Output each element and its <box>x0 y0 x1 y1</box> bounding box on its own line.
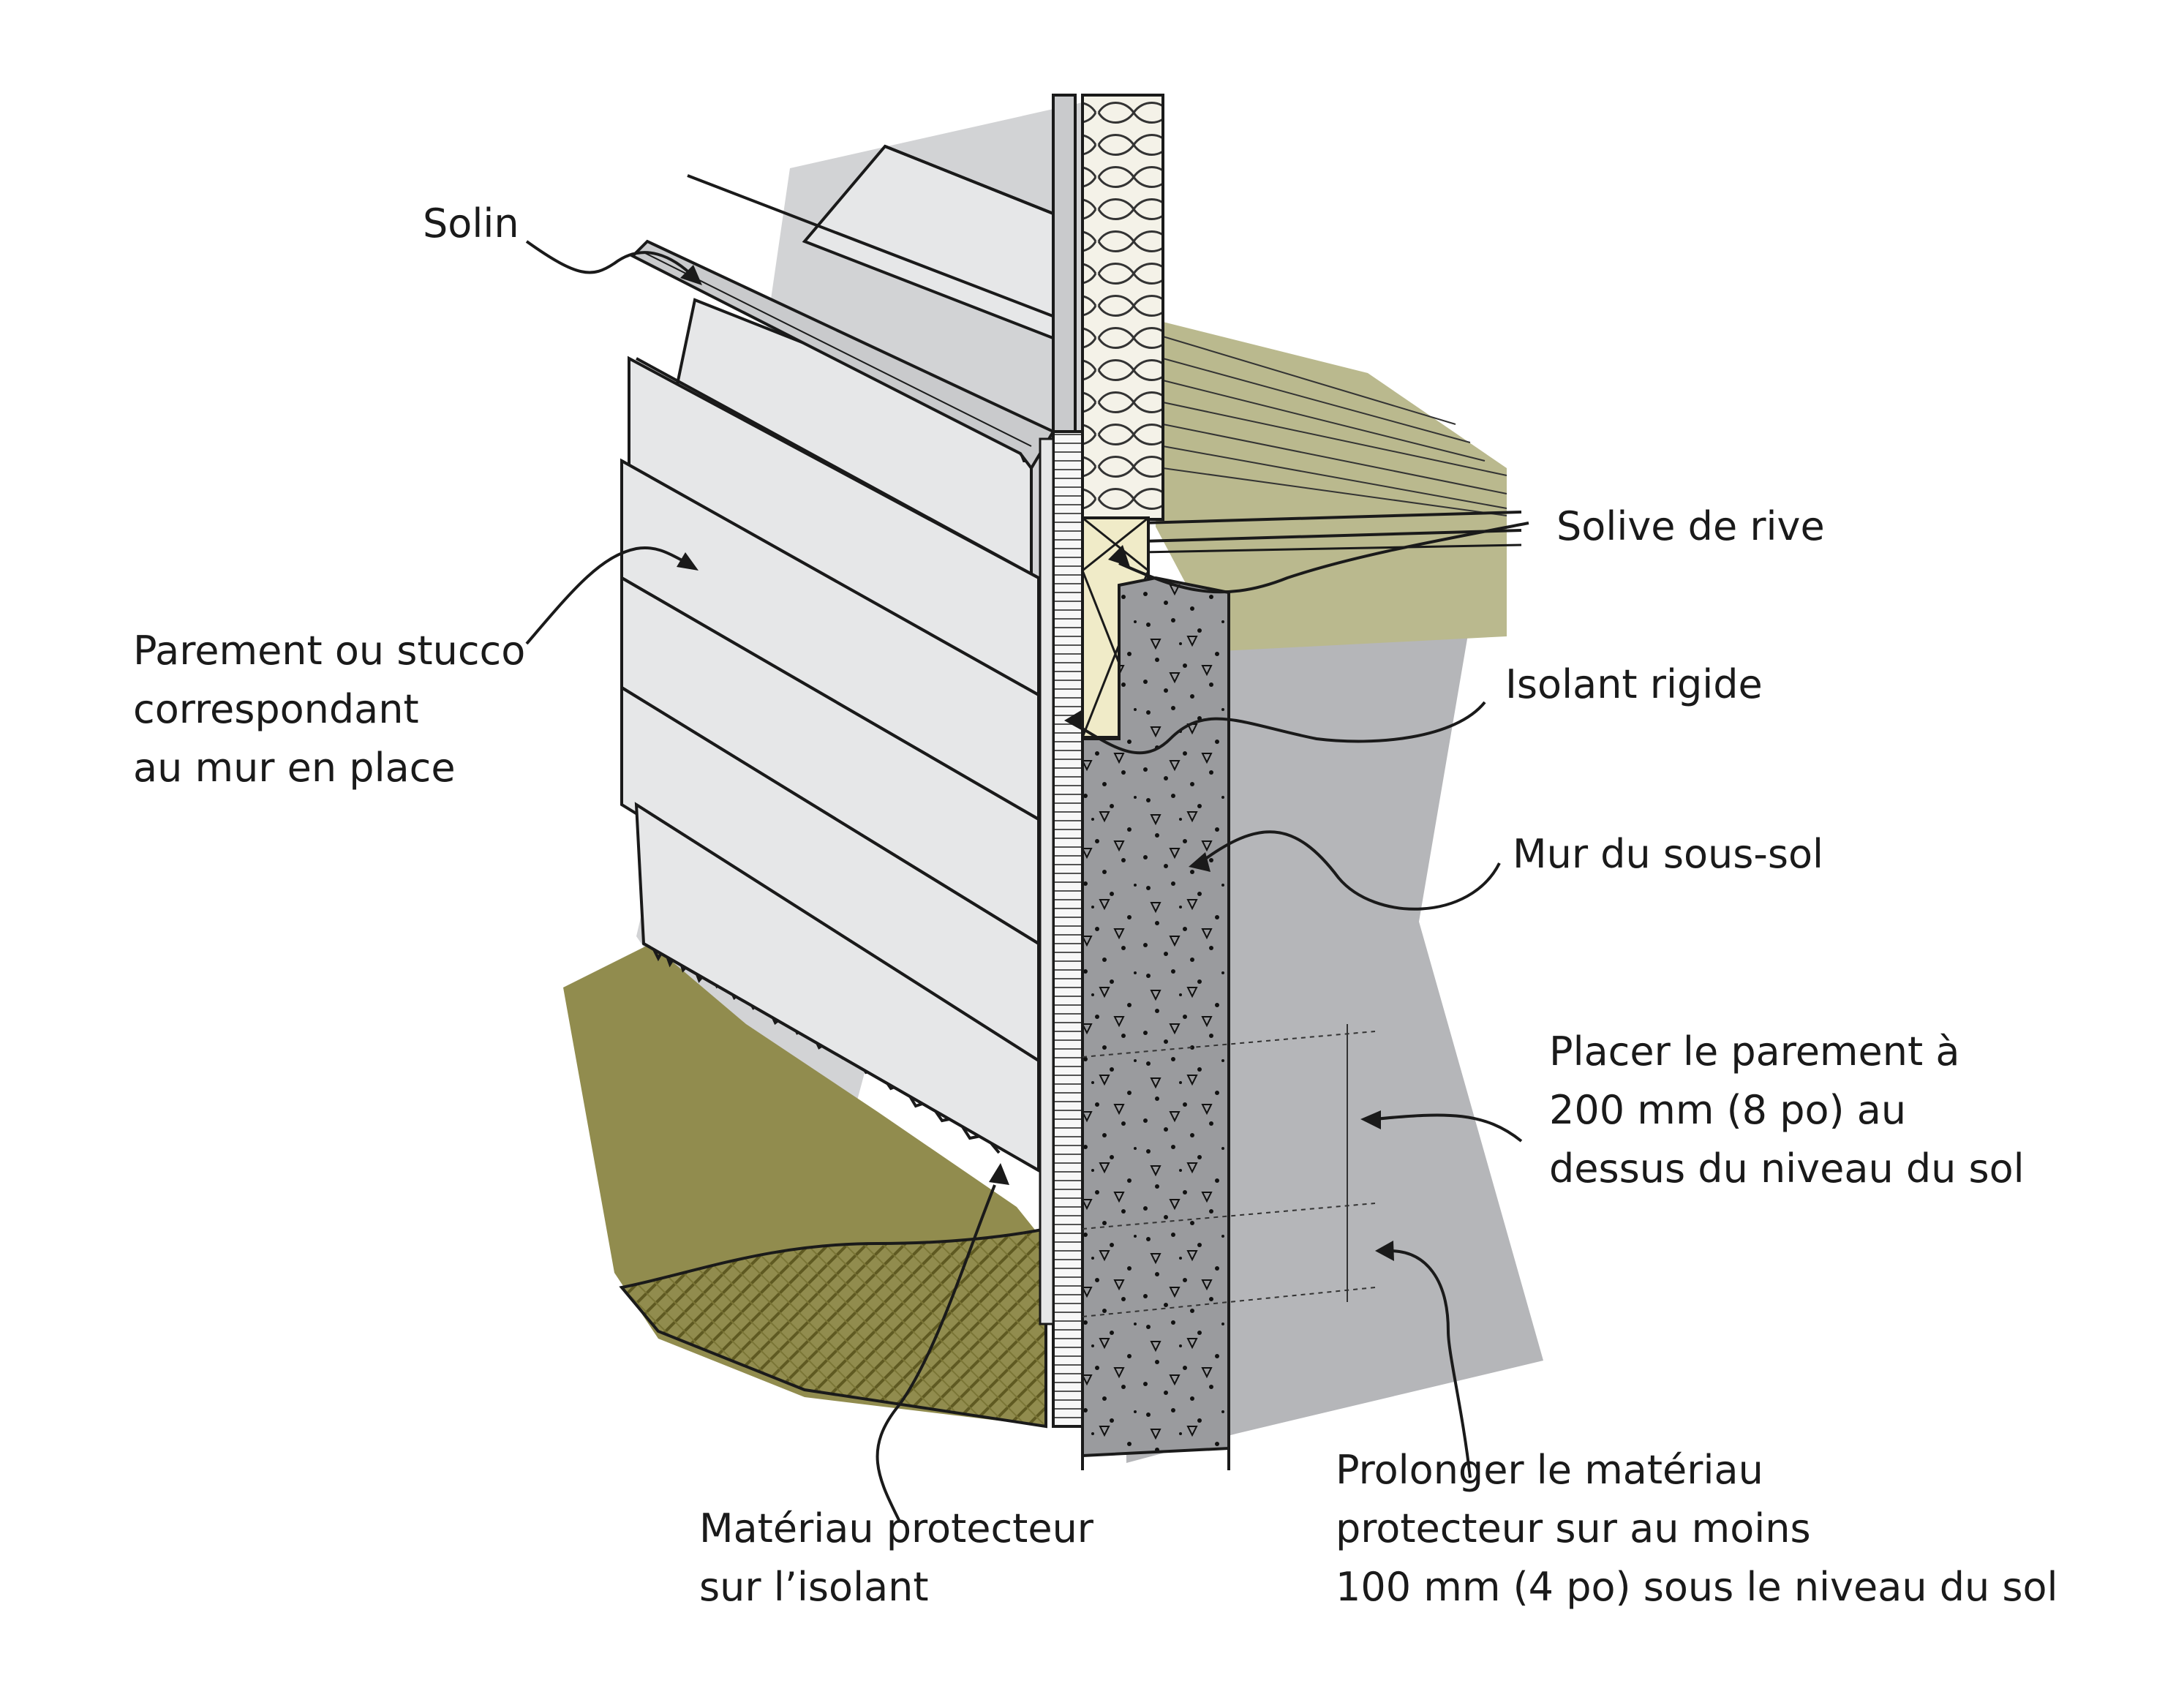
floor-line-3 <box>1140 543 1522 554</box>
label-siding-clearance: Placer le parement à 200 mm (8 po) au de… <box>1549 1023 2025 1198</box>
rigid-insulation <box>1052 430 1084 1428</box>
basement-wall <box>1081 576 1230 1458</box>
label-flashing: Solin <box>423 195 519 253</box>
label-siding-clearance-line-2: 200 mm (8 po) au <box>1549 1087 1907 1133</box>
label-basement-wall-text: Mur du sous-sol <box>1513 831 1824 877</box>
label-flashing-text: Solin <box>423 200 519 247</box>
label-siding-line-3: au mur en place <box>133 745 456 791</box>
label-protective-material-line-1: Matériau protecteur <box>699 1505 1093 1551</box>
floor-line-2 <box>1140 529 1522 543</box>
label-siding: Parement ou stucco correspondant au mur … <box>133 622 525 797</box>
label-rim-joist-text: Solive de rive <box>1556 503 1825 549</box>
label-rigid-insulation: Isolant rigide <box>1505 655 1763 714</box>
label-protection-depth-line-2: protecteur sur au moins <box>1336 1505 1811 1551</box>
label-siding-line-2: correspondant <box>133 686 419 732</box>
siding-panels <box>620 144 1069 1173</box>
leader-arrowheads <box>677 265 1394 1261</box>
label-protective-material-line-2: sur l’isolant <box>699 1564 929 1610</box>
wall-batt-insulation <box>1081 94 1164 521</box>
label-rigid-insulation-text: Isolant rigide <box>1505 661 1763 707</box>
protective-material <box>1039 437 1055 1325</box>
label-protection-depth-line-1: Prolonger le matériau <box>1336 1447 1763 1493</box>
label-rim-joist: Solive de rive <box>1556 497 1825 556</box>
label-protective-material: Matériau protecteur sur l’isolant <box>699 1500 1093 1617</box>
label-siding-line-1: Parement ou stucco <box>133 628 526 674</box>
label-protection-depth-line-3: 100 mm (4 po) sous le niveau du sol <box>1336 1564 2058 1610</box>
label-siding-clearance-line-3: dessus du niveau du sol <box>1549 1145 2025 1192</box>
siding-edge-lines <box>620 145 1069 1172</box>
floor-line-1 <box>1140 511 1522 524</box>
label-basement-wall: Mur du sous-sol <box>1513 825 1823 884</box>
subfloor-lines <box>1162 336 1507 516</box>
upper-siding-edge <box>1052 94 1077 441</box>
leader-lines <box>525 240 1529 1522</box>
subfloor <box>1156 322 1507 651</box>
label-protection-depth: Prolonger le matériau protecteur sur au … <box>1336 1441 2058 1617</box>
soil-cross-hatch <box>619 1227 1047 1429</box>
label-siding-clearance-line-1: Placer le parement à <box>1549 1028 1960 1075</box>
